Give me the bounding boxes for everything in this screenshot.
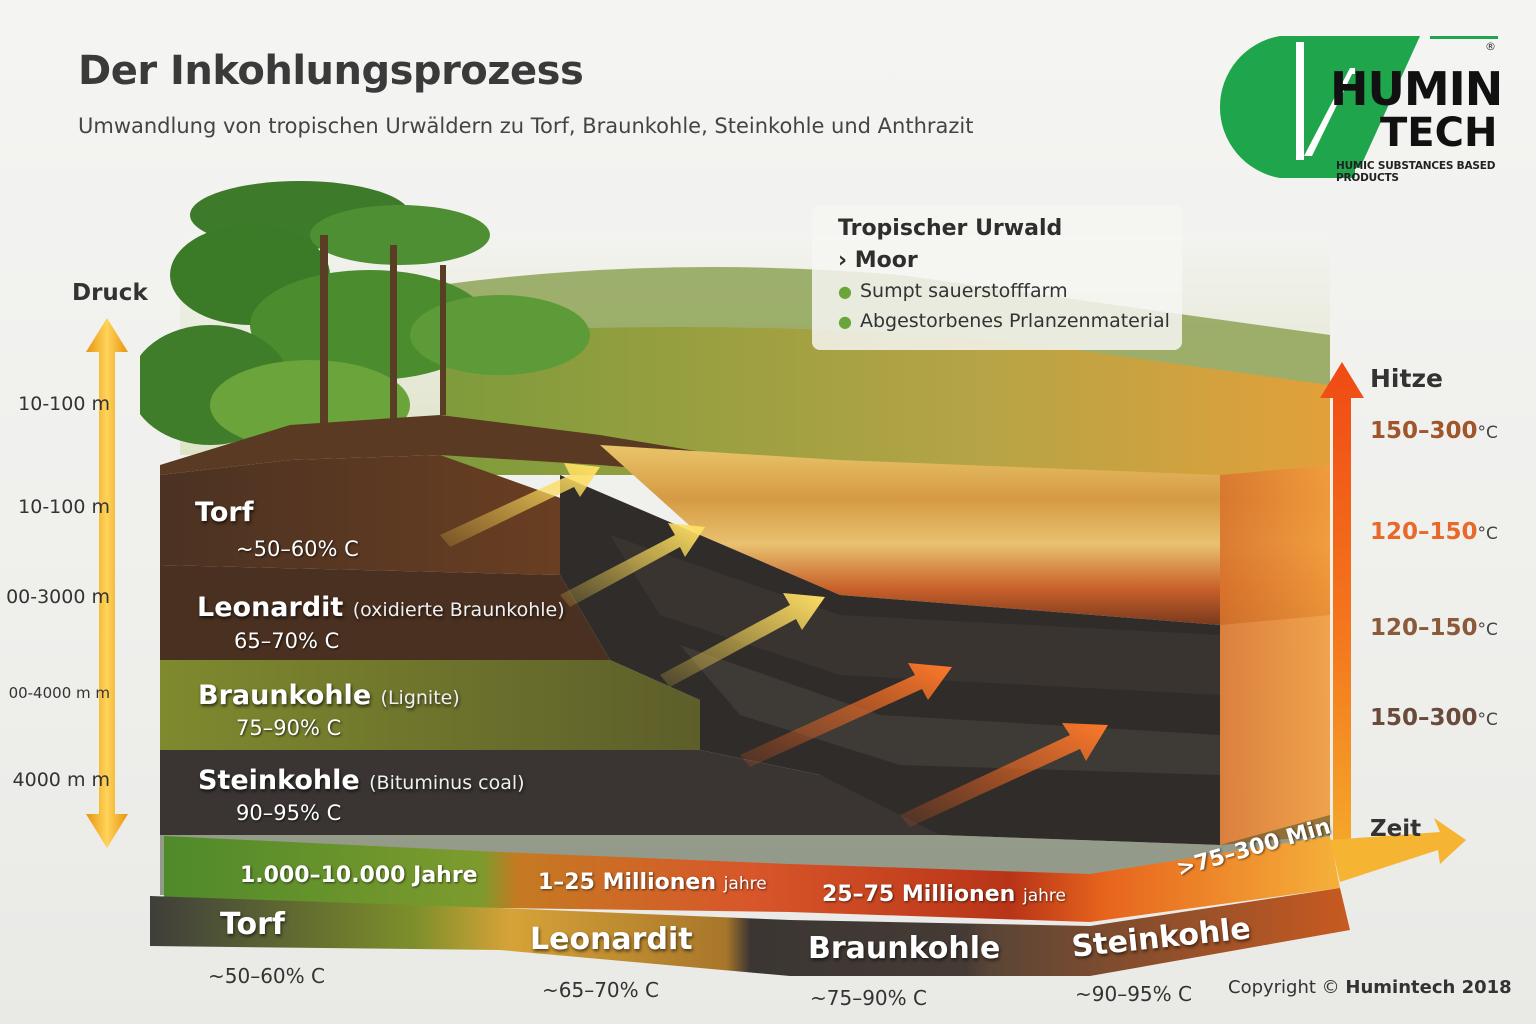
depth-label: 10-100 m [18,393,110,415]
humintech-logo [1219,36,1498,178]
heat-arrow-icon [1320,362,1364,842]
info-box-background [812,205,1182,350]
temperature-label: 150–300°C [1370,705,1498,731]
depth-label: 00-3000 m [6,586,110,608]
stage-name-braunkohle: Braunkohle [808,931,1001,966]
heat-axis-title: Hitze [1370,364,1443,393]
layer-name-torf: Torf [195,497,254,528]
pressure-axis-title: Druck [72,280,148,306]
temperature-label: 120–150°C [1370,615,1498,641]
time-period: 1–25 Millionen jahre [538,870,767,895]
stage-name-torf: Torf [220,907,285,942]
stage-carbon-steinkohle: ~90–95% C [1075,982,1192,1006]
page-title: Der Inkohlungsprozess [78,48,584,94]
info-subtitle: › Moor [838,248,918,273]
rainforest-trees [140,181,590,450]
depth-label: 10-100 m [18,496,110,518]
stage-carbon-torf: ~50–60% C [208,964,325,988]
stage-carbon-leonardit: ~65–70% C [542,978,659,1002]
depth-label: 4000 m m [12,769,110,791]
info-bullet: ●Sumpt sauerstofffarm [838,280,1068,302]
process-arrows [440,463,1108,827]
info-bullet: ●Abgestorbenes Prlanzenmaterial [838,310,1170,332]
layer-carbon-steinkohle: 90–95% C [236,801,342,825]
logo-tagline: HUMIC SUBSTANCES BASED PRODUCTS [1336,160,1496,184]
page-subtitle: Umwandlung von tropischen Urwäldern zu T… [78,114,974,138]
registered-mark: ® [1485,40,1496,53]
pressure-arrow-icon [86,318,128,848]
time-period: 1.000–10.000 Jahre [240,863,478,888]
layer-name-leonardit: Leonardit (oxidierte Braunkohle) [197,592,565,623]
layer-carbon-braunkohle: 75–90% C [236,716,342,740]
bullet-dot-icon: ● [838,312,852,331]
bullet-dot-icon: ● [838,282,852,301]
time-axis-title: Zeit [1370,816,1422,842]
logo-text-tech: TECH [1380,110,1498,156]
layer-name-braunkohle: Braunkohle (Lignite) [198,680,460,711]
time-band [150,818,1466,976]
stage-name-leonardit: Leonardit [530,922,693,957]
layer-carbon-leonardit: 65–70% C [234,629,340,653]
stage-carbon-braunkohle: ~75–90% C [810,986,927,1010]
time-period: 25–75 Millionen jahre [822,882,1066,907]
depth-label: 00-4000 m m [8,684,110,702]
layer-name-steinkohle: Steinkohle (Bituminus coal) [198,765,525,796]
logo-text-humin: HUMIN [1330,62,1503,116]
temperature-label: 150–300°C [1370,418,1498,444]
copyright: Copyright © Humintech 2018 [1228,977,1512,998]
layer-carbon-torf: ~50–60% C [236,537,359,561]
temperature-label: 120–150°C [1370,519,1498,545]
info-title: Tropischer Urwald [838,216,1063,241]
